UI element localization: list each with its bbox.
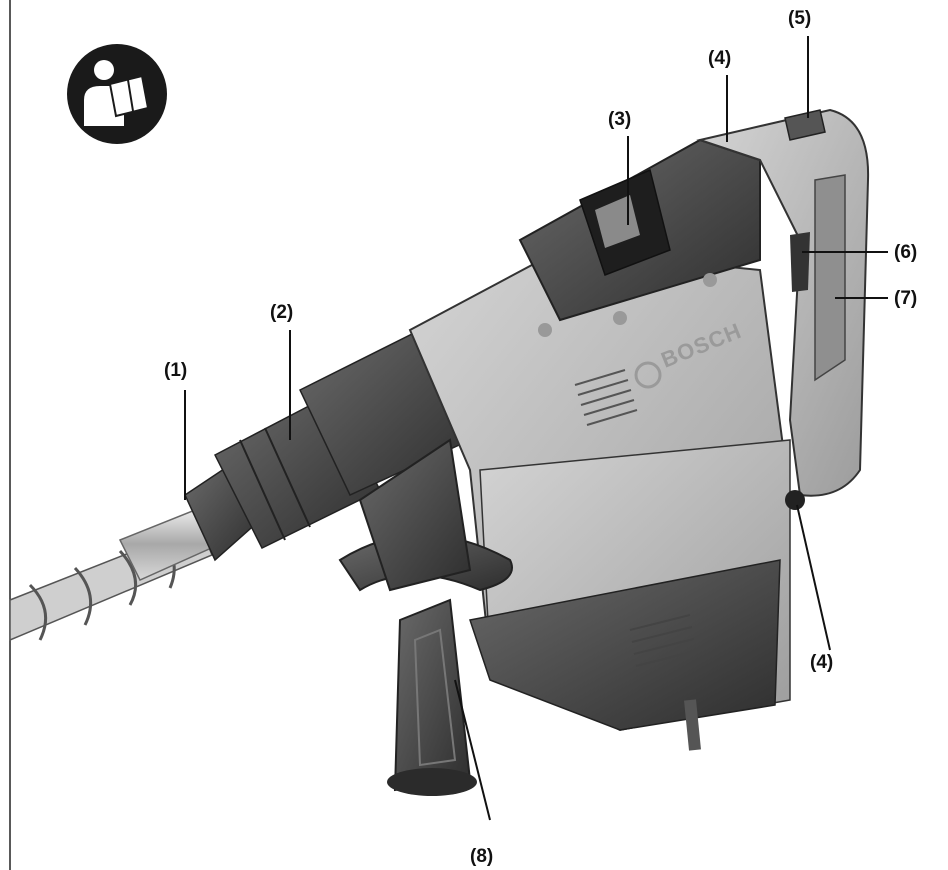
- trigger-switch: [790, 232, 810, 292]
- callout-2: (2): [270, 302, 293, 323]
- auger-bit: [9, 507, 219, 642]
- callout-5: (5): [788, 8, 811, 29]
- callout-1: (1): [164, 360, 187, 381]
- read-manual-icon: [67, 44, 167, 144]
- callout-leaders: [184, 36, 888, 821]
- callout-8: (8): [470, 846, 493, 867]
- power-cable: [684, 699, 701, 751]
- callout-4-bottom: (4): [810, 652, 833, 673]
- main-handle: [696, 108, 870, 510]
- callout-3: (3): [608, 109, 631, 130]
- callout-4-top: (4): [708, 48, 731, 69]
- side-indicator: [785, 490, 805, 510]
- callout-6: (6): [894, 242, 917, 263]
- auxiliary-handle: [338, 438, 513, 796]
- gear-housing: [518, 138, 761, 337]
- callout-7: (7): [894, 288, 917, 309]
- motor-housing: BOSCH: [408, 248, 792, 732]
